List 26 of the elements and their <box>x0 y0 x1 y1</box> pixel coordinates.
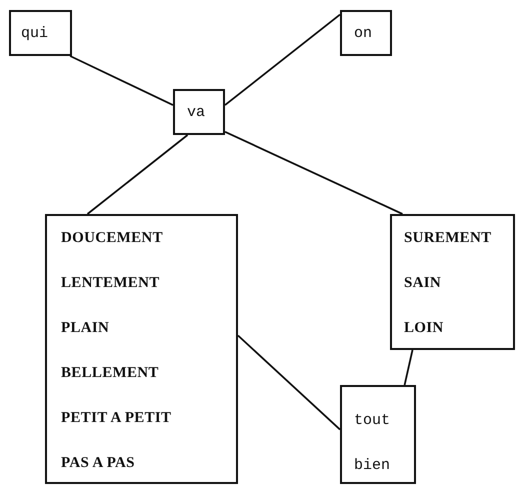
word-label: BELLEMENT <box>61 364 160 383</box>
connector-line <box>224 130 403 215</box>
connector-line <box>86 134 188 215</box>
connector-line <box>224 14 341 106</box>
word-label: SAIN <box>404 274 442 293</box>
word-label: SUREMENT <box>404 229 492 248</box>
word-box <box>340 10 392 56</box>
word-label: qui <box>21 24 50 44</box>
word-label: LOIN <box>404 319 445 338</box>
word-label: PLAIN <box>61 319 110 338</box>
connector-line <box>70 55 174 106</box>
word-box <box>9 10 72 56</box>
word-label: va <box>187 103 206 123</box>
word-label: PAS A PAS <box>61 454 136 473</box>
word-label: PETIT A PETIT <box>61 409 172 428</box>
word-label: bien <box>354 456 392 476</box>
word-label: tout <box>354 411 392 431</box>
adverb-list-box <box>45 214 238 484</box>
connector-line <box>404 350 414 386</box>
word-label: on <box>354 24 374 44</box>
word-label: LENTEMENT <box>61 274 161 293</box>
word-label: DOUCEMENT <box>61 229 164 248</box>
connector-line <box>237 334 341 430</box>
adverb-list-box <box>390 214 515 350</box>
word-box <box>173 89 225 135</box>
word-box <box>340 385 416 484</box>
